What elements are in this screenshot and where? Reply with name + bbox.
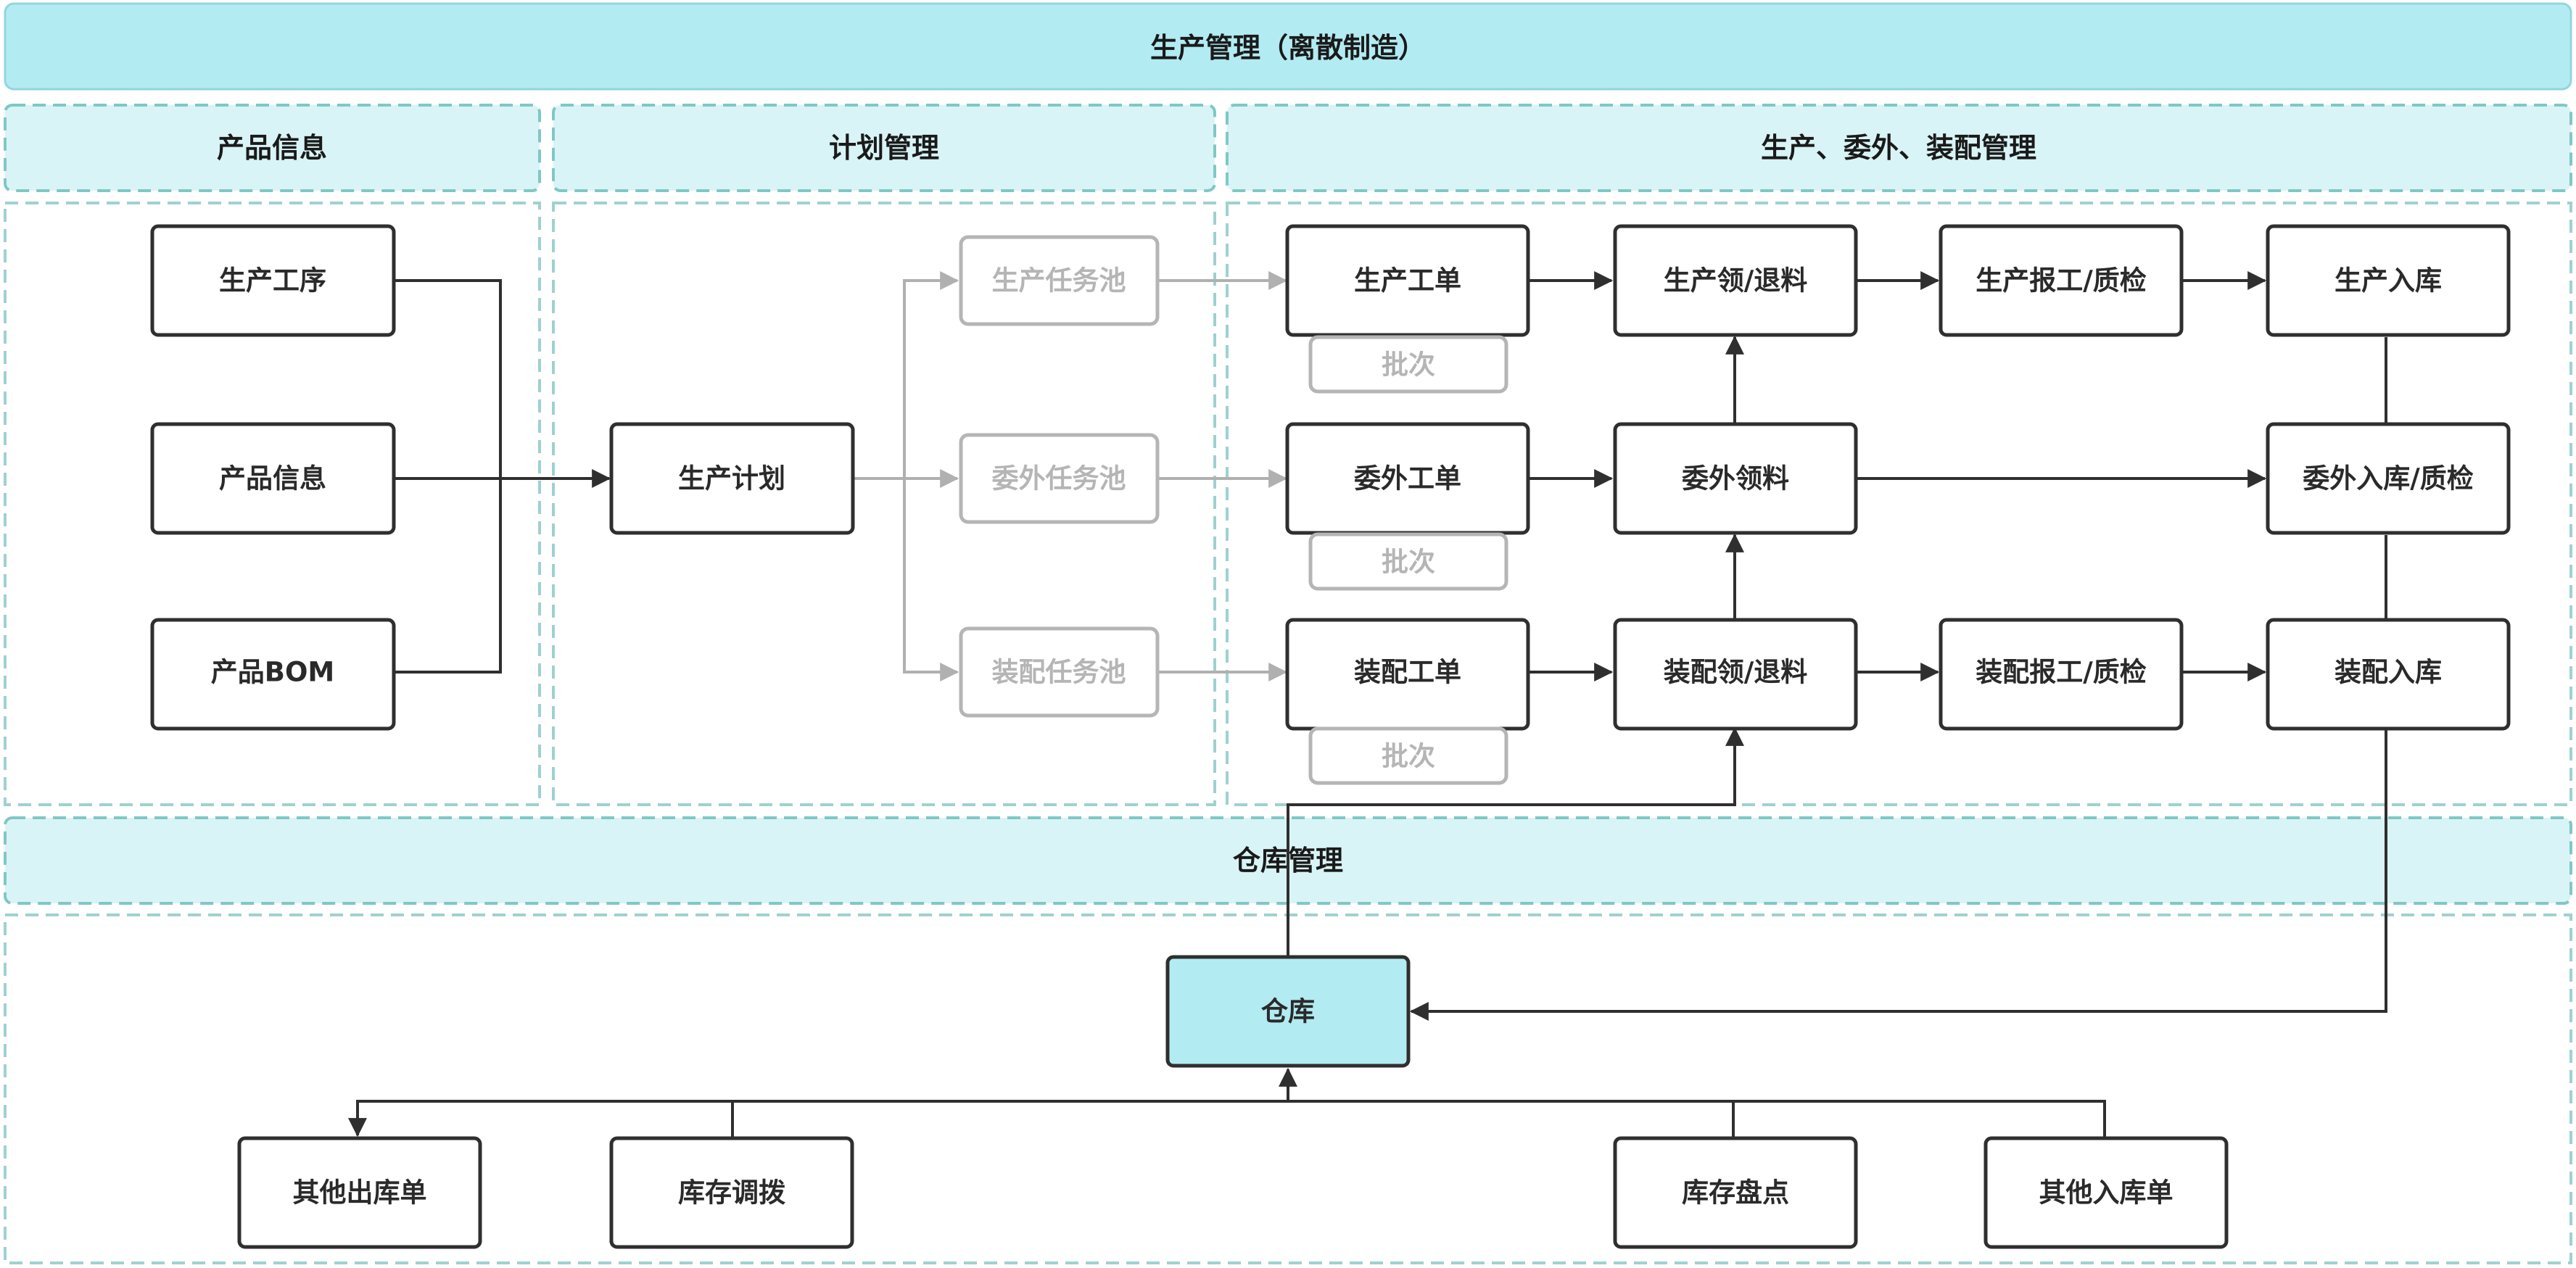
section-title-plan: 计划管理 [829,132,939,164]
region-plan [552,202,1216,806]
edge-bus-to-otherin [1733,1100,2106,1138]
node-wo-outsource-label: 委外工单 [1354,463,1461,494]
node-pick-assembly-label: 装配领/退料 [1664,657,1808,688]
node-process-label: 生产工序 [219,265,326,297]
node-batch-production-label: 批次 [1382,349,1435,381]
node-product-info-label: 产品信息 [219,463,326,494]
node-pick-outsource[interactable] [1613,422,1858,535]
region-product-info [4,202,541,806]
node-in-production[interactable] [2266,224,2511,337]
node-other-inbound-label: 其他入库单 [2039,1177,2174,1209]
main-title: 生产管理（离散制造） [1150,32,1426,64]
node-pool-assembly[interactable] [959,626,1160,718]
node-pool-production[interactable] [959,235,1160,326]
node-in-outsource[interactable] [2266,422,2511,535]
node-warehouse[interactable] [1165,955,1411,1068]
node-wo-production-label: 生产工单 [1354,265,1461,297]
region-production [1226,202,2572,806]
node-pool-outsource-label: 委外任务池 [992,463,1126,494]
node-other-outbound[interactable] [237,1136,482,1249]
section-header-product-info [4,104,541,192]
node-report-production-label: 生产报工/质检 [1976,265,2147,297]
node-report-assembly-label: 装配报工/质检 [1976,657,2147,688]
node-stock-transfer-label: 库存调拨 [678,1177,785,1209]
edge-bus-to-otherout [348,1100,732,1138]
edge-process-bom [394,279,502,674]
node-in-outsource-label: 委外入库/质检 [2303,463,2474,494]
edge-transfer-stocktake-bus [731,1100,1735,1138]
node-pick-outsource-label: 委外领料 [1682,463,1789,494]
node-pool-outsource[interactable] [959,433,1160,524]
node-stocktake[interactable] [1613,1136,1858,1249]
node-in-assembly[interactable] [2266,618,2511,731]
section-header-production [1226,104,2572,192]
node-batch-outsource-label: 批次 [1382,547,1435,578]
node-pick-production-label: 生产领/退料 [1664,265,1808,297]
main-header [4,2,2572,91]
node-report-assembly[interactable] [1939,618,2184,731]
node-wo-assembly-label: 装配工单 [1354,657,1461,688]
node-in-assembly-label: 装配入库 [2334,657,2442,688]
edge-plan-to-prodpool [903,271,959,478]
node-production-plan-label: 生产计划 [678,463,785,494]
node-process[interactable] [150,224,396,337]
section-title-production: 生产、委外、装配管理 [1761,132,2036,164]
node-product-bom[interactable] [150,618,396,731]
node-report-production[interactable] [1939,224,2184,337]
node-warehouse-label: 仓库 [1261,996,1315,1027]
node-batch-assembly[interactable] [1308,726,1508,785]
node-other-inbound[interactable] [1983,1136,2229,1249]
node-wo-production[interactable] [1285,224,1530,337]
node-product-bom-label: 产品BOM [211,657,334,688]
node-pool-assembly-label: 装配任务池 [992,657,1126,688]
node-pick-assembly[interactable] [1613,618,1858,731]
node-batch-assembly-label: 批次 [1382,741,1435,772]
section-header-plan [552,104,1216,192]
node-pool-production-label: 生产任务池 [992,265,1126,297]
node-in-production-label: 生产入库 [2334,265,2442,297]
edge-plan-to-asmpool [903,478,959,681]
node-stocktake-label: 库存盘点 [1682,1177,1789,1209]
node-batch-production[interactable] [1308,335,1508,394]
node-production-plan[interactable] [609,422,855,535]
node-stock-transfer[interactable] [609,1136,854,1249]
node-pick-production[interactable] [1613,224,1858,337]
section-title-product-info: 产品信息 [217,132,327,164]
node-product-info[interactable] [150,422,396,535]
node-batch-outsource[interactable] [1308,532,1508,591]
node-other-outbound-label: 其他出库单 [293,1177,427,1209]
